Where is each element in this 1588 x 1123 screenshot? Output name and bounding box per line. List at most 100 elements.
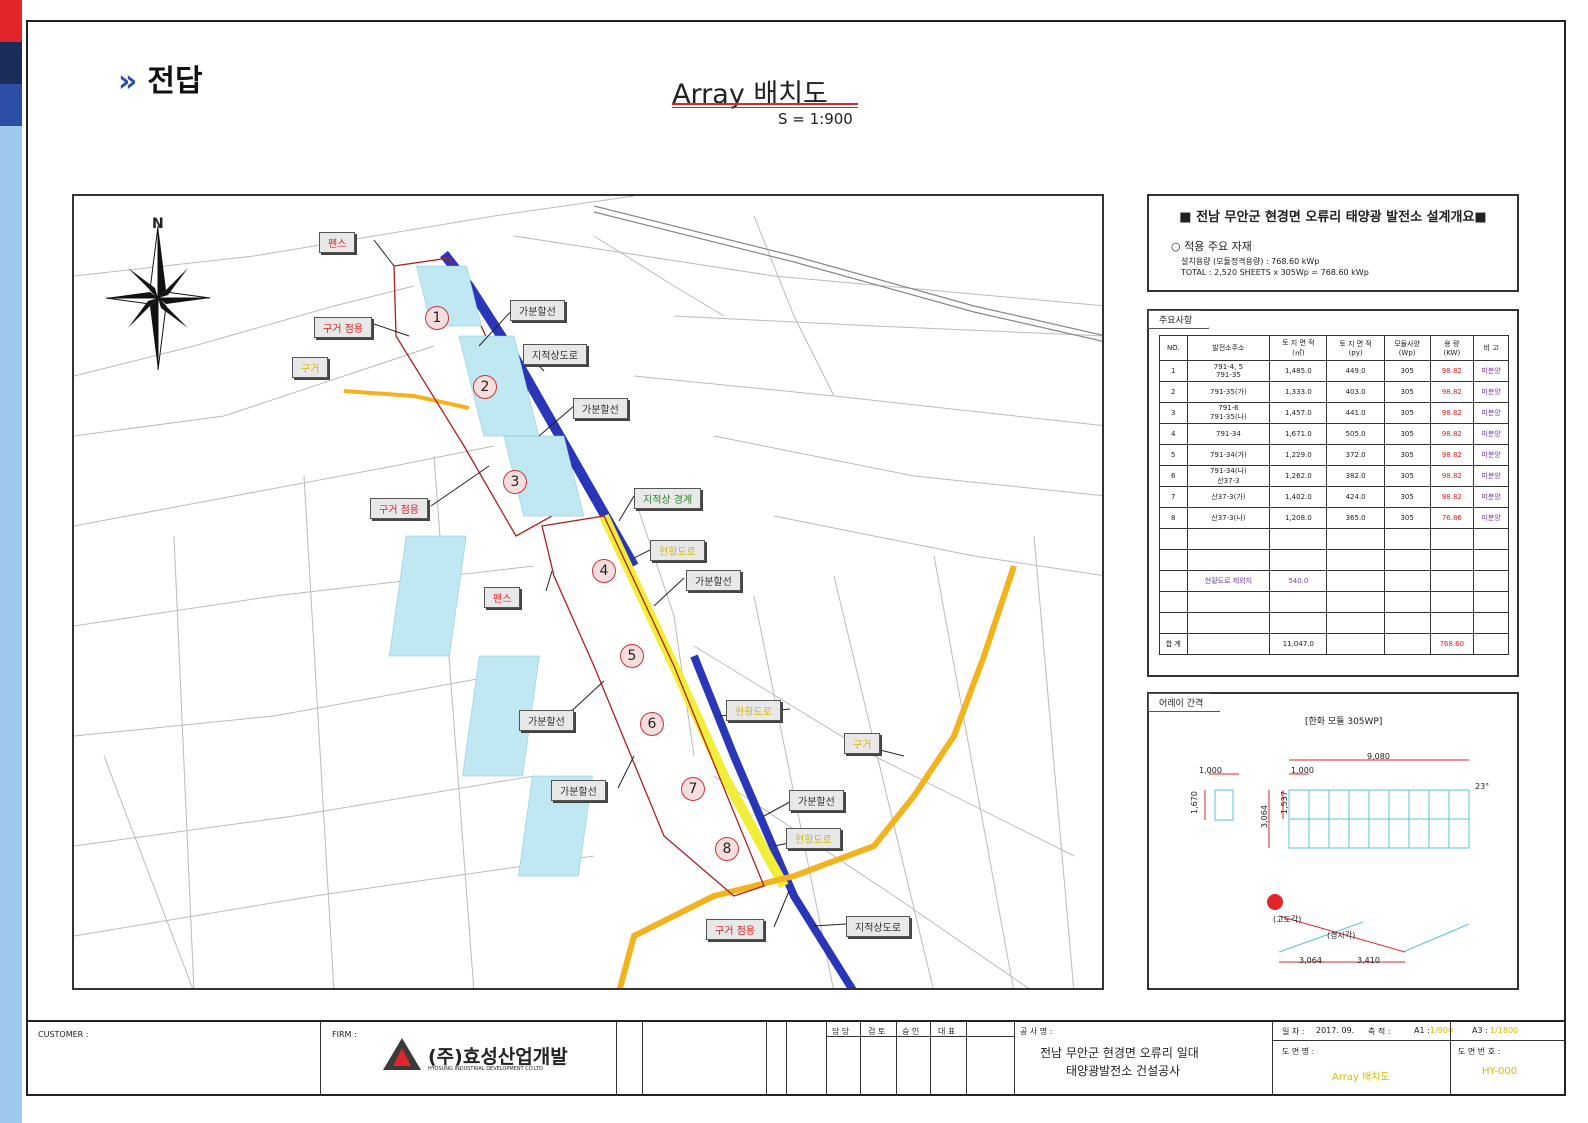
callout-cadastral-road-2[interactable]: 지적상도로 — [846, 916, 910, 937]
dim-h1: 1,670 — [1189, 791, 1199, 814]
project-label: 공 사 명 : — [1020, 1027, 1053, 1036]
summary-box: 주요사항 NO. 발전소주소 토 지 면 적 (㎡) 토 지 면 적 (py) … — [1147, 309, 1519, 677]
cell: 791-6 791-35(나) — [1186, 402, 1271, 424]
col-area-py: 토 지 면 적 (py) — [1326, 335, 1385, 361]
zone-number-3[interactable]: 3 — [503, 470, 527, 494]
company-name-en: HYOSUNG INDUSTRIAL DEVELOPMENT CO.LTD — [428, 1066, 544, 1072]
chevron-icon: » — [118, 64, 138, 99]
ditch-east — [616, 565, 1017, 988]
cell: 미분양 — [1473, 381, 1509, 403]
callout-ditch-use-1[interactable]: 구거 점용 — [314, 317, 372, 338]
cell: 403.0 — [1326, 381, 1385, 403]
callout-fence-2[interactable]: 펜스 — [484, 587, 521, 608]
customer-label: CUSTOMER : — [38, 1030, 89, 1039]
cell: 791-34 — [1186, 423, 1271, 445]
col-area-m2: 토 지 면 적 (㎡) — [1269, 335, 1328, 361]
title-block: CUSTOMER : FIRM : (주)효성산업개발 HYOSUNG INDU… — [26, 1020, 1566, 1096]
zone-number-4[interactable]: 4 — [592, 559, 616, 583]
cell: 1,262.0 — [1269, 465, 1328, 487]
callout-division-line-4[interactable]: 가분할선 — [519, 710, 574, 731]
array-modules — [389, 265, 593, 877]
cell: 미분양 — [1473, 402, 1509, 424]
total-area: 11,047.0 — [1269, 633, 1328, 655]
project-line-2: 태양광발전소 건설공사 — [1066, 1064, 1181, 1078]
date-value: 2017. 09. — [1316, 1026, 1355, 1035]
cell: 미분양 — [1473, 360, 1509, 382]
callout-division-line-6[interactable]: 가분할선 — [789, 790, 844, 811]
cell: 449.0 — [1326, 360, 1385, 382]
cell: 98.82 — [1429, 360, 1475, 382]
cell: 6 — [1159, 465, 1188, 487]
cell: 791-34(나) 산37-3 — [1186, 465, 1271, 487]
cell: 98.82 — [1429, 486, 1475, 508]
callout-division-line-2[interactable]: 가분할선 — [573, 398, 628, 419]
cell: 4 — [1159, 423, 1188, 445]
cell: 305 — [1383, 423, 1431, 445]
drawing-no: HY-000 — [1482, 1066, 1518, 1077]
zone-number-1[interactable]: 1 — [425, 306, 449, 330]
cell: 미분양 — [1473, 507, 1509, 529]
cadastral-road-south — [690, 654, 857, 988]
cell: 미분양 — [1473, 486, 1509, 508]
callout-division-line-3[interactable]: 가분할선 — [686, 570, 741, 591]
cell: 1,485.0 — [1269, 360, 1328, 382]
map-drawing — [74, 196, 1102, 988]
cell: 1,229.0 — [1269, 444, 1328, 466]
cell: 305 — [1383, 465, 1431, 487]
col-module: 모듈사양 (Wp) — [1383, 335, 1431, 361]
cell: 2 — [1159, 381, 1188, 403]
cell: 791-34(가) — [1186, 444, 1271, 466]
road-lines — [593, 205, 1102, 342]
approval-approve: 승 인 — [902, 1027, 920, 1036]
callout-division-line-1[interactable]: 가분할선 — [510, 300, 565, 321]
cell: 98.82 — [1429, 423, 1475, 445]
north-label: N — [152, 216, 164, 232]
callout-actual-road-1[interactable]: 현황도로 — [650, 540, 705, 561]
dim-w2: 1,000 — [1291, 766, 1314, 775]
callout-ditch-use-3[interactable]: 구거 점용 — [706, 919, 764, 940]
dim-h2: 1,537 — [1279, 791, 1289, 814]
cell: 76.86 — [1429, 507, 1475, 529]
label-tilt: (경사각) — [1327, 931, 1356, 940]
callout-actual-road-2[interactable]: 현황도로 — [726, 700, 781, 721]
strip-red — [0, 0, 22, 42]
cell: 98.82 — [1429, 381, 1475, 403]
cell: 305 — [1383, 360, 1431, 382]
overview-materials: ○ 적용 주요 자재 — [1171, 240, 1252, 253]
zone-number-7[interactable]: 7 — [681, 777, 705, 801]
drawing-no-label: 도 면 번 호 : — [1458, 1047, 1501, 1056]
overview-capacity: 설치용량 (모듈정격용량) : 768.60 kWp — [1181, 257, 1320, 266]
cell: 98.82 — [1429, 444, 1475, 466]
callout-ditch-2[interactable]: 구거 — [844, 733, 881, 754]
a3-value: 1/1800 — [1490, 1026, 1519, 1035]
callout-cadastral-road-1[interactable]: 지적상도로 — [523, 344, 587, 365]
cell: 505.0 — [1326, 423, 1385, 445]
module-caption: [한화 모듈 305WP] — [1305, 717, 1383, 727]
callout-actual-road-3[interactable]: 현황도로 — [786, 828, 841, 849]
approval-review: 검 토 — [868, 1027, 886, 1036]
zone-number-2[interactable]: 2 — [473, 375, 497, 399]
cell: 98.82 — [1429, 465, 1475, 487]
callout-ditch-use-2[interactable]: 구거 점용 — [370, 498, 428, 519]
excluded-label: 현황도로 제외지 — [1186, 570, 1271, 592]
zone-number-5[interactable]: 5 — [620, 644, 644, 668]
zone-number-8[interactable]: 8 — [715, 837, 739, 861]
callout-division-line-5[interactable]: 가분할선 — [551, 780, 606, 801]
callout-ditch[interactable]: 구거 — [292, 357, 329, 378]
cell: 305 — [1383, 402, 1431, 424]
cell: 7 — [1159, 486, 1188, 508]
table-row-empty — [1159, 591, 1509, 613]
callout-fence-1[interactable]: 펜스 — [319, 232, 356, 253]
approval-ceo: 대 표 — [938, 1027, 956, 1036]
site-map[interactable]: N 펜스 구거 점용 구거 가분할선 지적상도로 가분할선 구거 점용 지적상 … — [72, 194, 1104, 990]
company-name: (주)효성산업개발 — [428, 1046, 568, 1068]
zone-number-6[interactable]: 6 — [640, 712, 664, 736]
cell: 305 — [1383, 381, 1431, 403]
callout-cadastral-boundary[interactable]: 지적상 경계 — [634, 488, 702, 509]
dim-h3: 3,064 — [1259, 805, 1269, 828]
